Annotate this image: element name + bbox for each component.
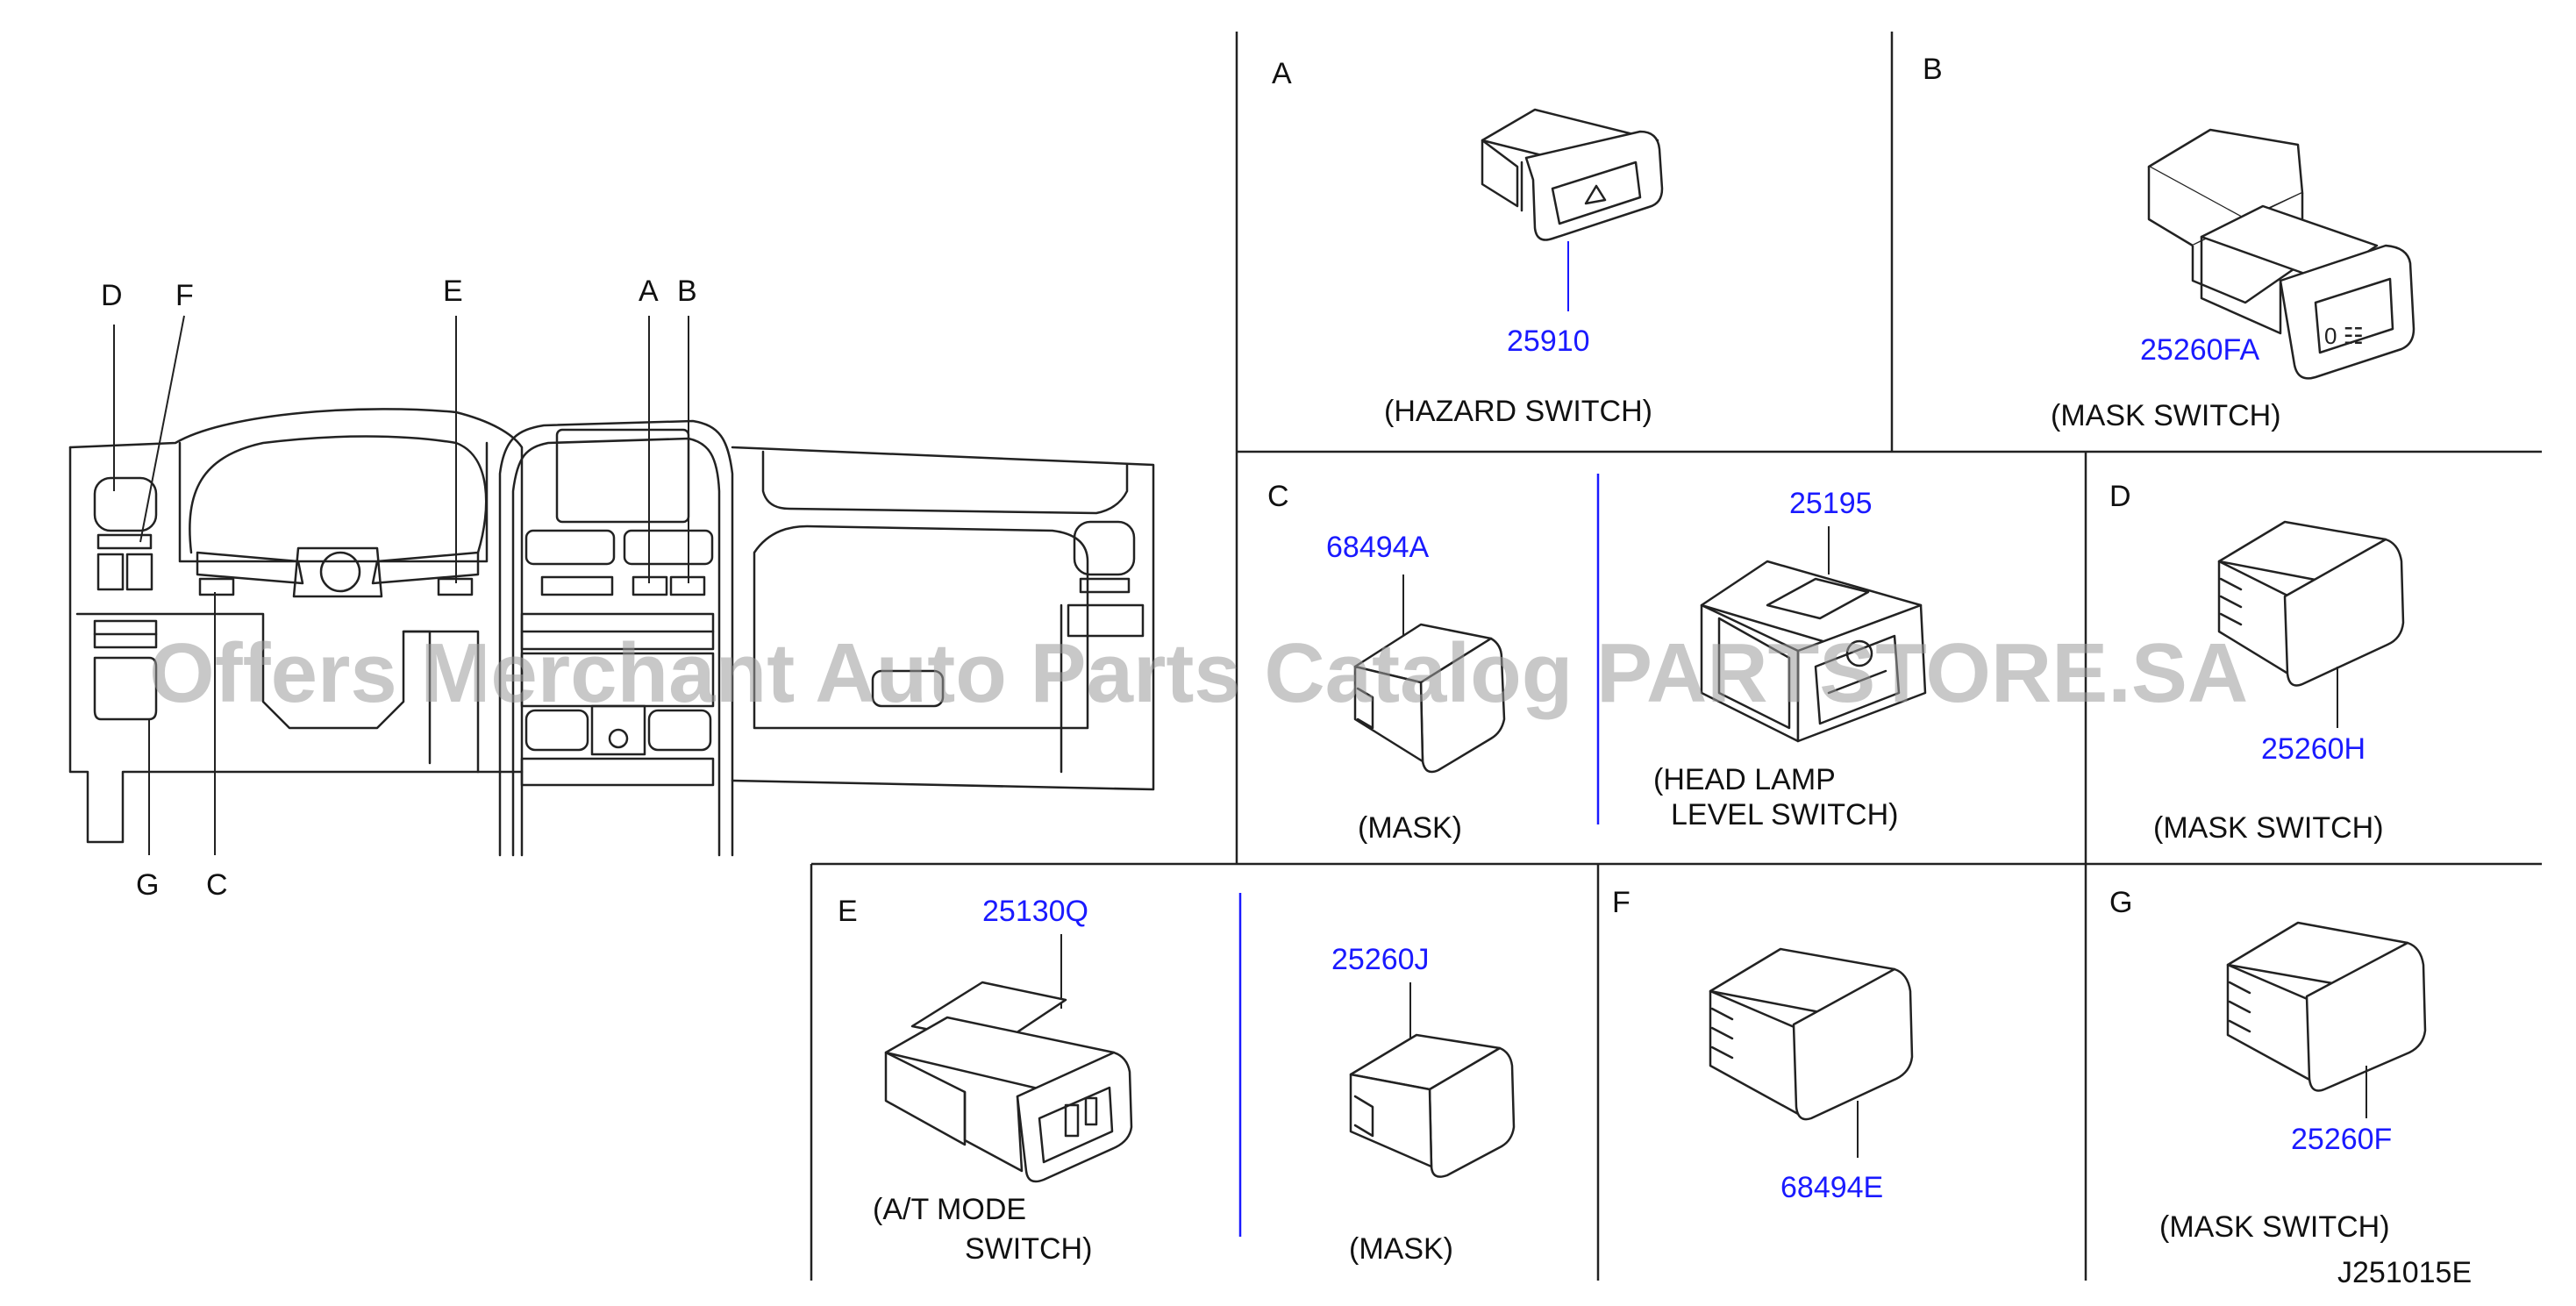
panel-f: F 68494E (1612, 886, 1914, 1204)
panel-c-part-number: 68494A (1326, 531, 1430, 564)
panel-a-letter: A (1272, 57, 1292, 90)
mask-switch-g-part (2226, 921, 2427, 1092)
dashboard-callout-f: F (175, 279, 194, 312)
panel-a-part-number: 25910 (1507, 325, 1590, 358)
panel-d-caption: (MASK SWITCH) (2153, 811, 2384, 845)
panel-f-part-number: 68494E (1780, 1171, 1883, 1204)
panel-b-caption: (MASK SWITCH) (2051, 399, 2281, 432)
panel-e: E 25130Q (A/T MODE SWITCH) (838, 895, 1133, 1266)
panel-c-caption: (MASK) (1358, 811, 1462, 845)
watermark: Offers Merchant Auto Parts Catalog PARTS… (149, 626, 2248, 720)
mask-f-part (1709, 947, 1914, 1121)
panel-f-letter: F (1612, 886, 1631, 919)
panel-d: D 25260H (MASK SWITCH) (2109, 480, 2405, 845)
panel-c2-caption-line1: (HEAD LAMP (1653, 763, 1836, 796)
panel-g-caption: (MASK SWITCH) (2159, 1210, 2390, 1244)
panel-g-part-number: 25260F (2291, 1123, 2392, 1156)
defog-symbol-icon: 0 ☷ (2324, 323, 2364, 349)
panel-e-caption-line1: (A/T MODE (873, 1193, 1026, 1226)
mask-switch-d-part (2217, 520, 2405, 687)
panel-a: A 25910 (HAZARD SWITCH) (1272, 57, 1664, 428)
panel-e2: 25260J (MASK) (1331, 943, 1516, 1266)
panel-b: B 0 ☷ 25260FA (MASK SWITCH) (1923, 53, 2415, 432)
panel-d-part-number: 25260H (2261, 732, 2365, 766)
dashboard-callout-b: B (677, 275, 697, 308)
panel-b-part-number: 25260FA (2140, 333, 2259, 367)
panel-e2-caption: (MASK) (1349, 1232, 1453, 1266)
mask-c-part (1353, 623, 1506, 774)
dashboard-callout-e: E (443, 275, 463, 308)
dashboard-callout-leaders (113, 315, 689, 855)
mask-e2-part (1349, 1033, 1516, 1178)
dashboard-callout-g: G (136, 868, 159, 902)
panel-c: C 68494A (MASK) (1267, 480, 1506, 845)
panel-b-letter: B (1923, 53, 1943, 86)
panel-a-caption: (HAZARD SWITCH) (1384, 395, 1652, 428)
drawing-code: J251015E (2337, 1256, 2472, 1289)
dashboard-callout-d: D (101, 279, 123, 312)
panel-e2-part-number: 25260J (1331, 943, 1430, 976)
panel-e-letter: E (838, 895, 858, 928)
dashboard-callout-a: A (639, 275, 659, 308)
hazard-switch-part (1481, 108, 1664, 241)
panel-g-letter: G (2109, 886, 2132, 919)
dashboard-callout-c: C (206, 868, 228, 902)
panel-c2-caption-line2: LEVEL SWITCH) (1671, 798, 1898, 831)
panel-c2-part-number: 25195 (1789, 487, 1873, 520)
panel-e-caption-line2: SWITCH) (965, 1232, 1092, 1266)
panel-g: G 25260F (MASK SWITCH) (2109, 886, 2427, 1244)
at-mode-switch-part (884, 981, 1133, 1183)
mask-switch-defog-part: 0 ☷ (2147, 128, 2415, 380)
dashboard-overview (68, 408, 1155, 857)
panel-grid (810, 32, 2542, 1281)
panel-d-letter: D (2109, 480, 2131, 513)
panel-c2: 25195 (HEAD LAMP LEVEL SWITCH) (1653, 487, 1927, 831)
panel-c-letter: C (1267, 480, 1289, 513)
head-lamp-level-switch-part (1700, 560, 1927, 743)
panel-e-part-number: 25130Q (982, 895, 1088, 928)
